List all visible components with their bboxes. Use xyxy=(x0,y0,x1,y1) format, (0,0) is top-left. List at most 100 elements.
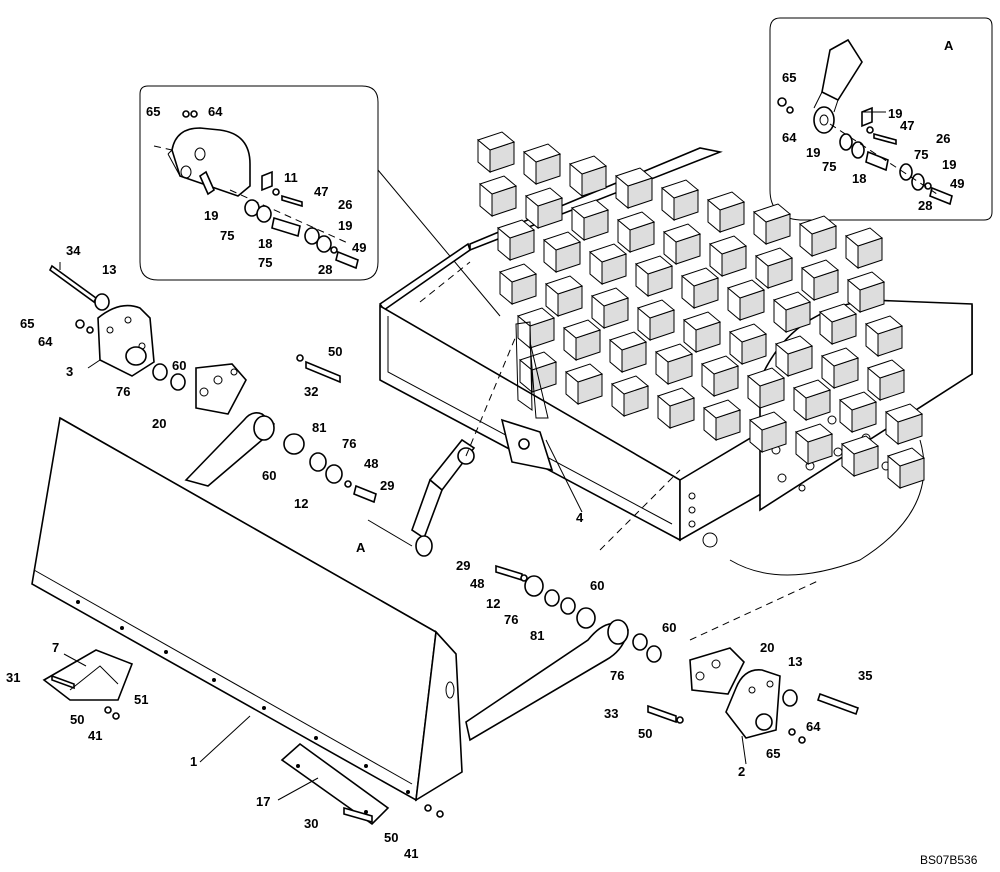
callout-50: 50 xyxy=(328,344,342,359)
padfoot-block xyxy=(542,231,582,274)
callout-65: 65 xyxy=(146,104,160,119)
padfoot-block xyxy=(544,275,584,318)
callout-76: 76 xyxy=(342,436,356,451)
callout-12: 12 xyxy=(294,496,308,511)
hydraulic-cylinder xyxy=(411,321,554,557)
detail-a-inset: A 65 64 19 47 26 19 75 1 xyxy=(769,17,993,221)
padfoot-block xyxy=(610,375,650,418)
arrow-a-label: A xyxy=(356,540,366,555)
padfoot-block xyxy=(656,387,696,430)
padfoot-block xyxy=(798,215,838,258)
callout-41: 41 xyxy=(88,728,102,743)
callout-75: 75 xyxy=(822,159,836,174)
callout-20: 20 xyxy=(760,640,774,655)
padfoot-blocks xyxy=(476,131,926,490)
padfoot-block xyxy=(588,243,628,286)
padfoot-block xyxy=(754,247,794,290)
detail-a-label: A xyxy=(944,38,954,53)
padfoot-block xyxy=(820,347,860,390)
padfoot-block xyxy=(726,279,766,322)
callout-64: 64 xyxy=(782,130,797,145)
callout-13: 13 xyxy=(788,654,802,669)
padfoot-block xyxy=(516,307,556,350)
callout-29: 29 xyxy=(456,558,470,573)
padfoot-block xyxy=(478,175,518,218)
callout-18: 18 xyxy=(258,236,272,251)
detail-a-hardware xyxy=(777,97,953,206)
callout-11: 11 xyxy=(284,170,298,185)
padfoot-block xyxy=(752,203,792,246)
callout-34: 34 xyxy=(66,243,81,258)
callout-50: 50 xyxy=(70,712,84,727)
padfoot-block xyxy=(884,403,924,446)
callout-81: 81 xyxy=(312,420,326,435)
left-mount-bracket xyxy=(48,264,377,504)
callout-32: 32 xyxy=(304,384,318,399)
callout-47: 47 xyxy=(314,184,328,199)
callout-26: 26 xyxy=(936,131,950,146)
callout-76: 76 xyxy=(116,384,130,399)
padfoot-block xyxy=(564,363,604,406)
callout-11: 19 xyxy=(888,106,902,121)
callout-4: 4 xyxy=(576,510,584,525)
padfoot-block xyxy=(748,411,788,454)
padfoot-block xyxy=(772,291,812,334)
padfoot-block xyxy=(524,187,564,230)
padfoot-block xyxy=(818,303,858,346)
callout-75: 75 xyxy=(220,228,234,243)
mount-detail-inset: 65 64 11 47 26 19 75 18 75 19 49 28 xyxy=(139,85,501,317)
padfoot-block xyxy=(794,423,834,466)
padfoot-block xyxy=(700,355,740,398)
callout-28: 28 xyxy=(918,198,932,213)
padfoot-block xyxy=(634,255,674,298)
padfoot-block xyxy=(568,155,608,198)
dozer-blade xyxy=(31,412,629,826)
right-mount-bracket xyxy=(632,633,860,744)
padfoot-block xyxy=(774,335,814,378)
padfoot-block xyxy=(636,299,676,342)
leader-lines xyxy=(59,262,747,801)
padfoot-block xyxy=(702,399,742,442)
callout-60: 60 xyxy=(662,620,676,635)
callout-81: 81 xyxy=(530,628,544,643)
callout-19: 19 xyxy=(338,218,352,233)
callout-29: 29 xyxy=(380,478,394,493)
callout-60: 60 xyxy=(262,468,276,483)
padfoot-block xyxy=(476,131,516,174)
padfoot-block xyxy=(792,379,832,422)
callout-76: 76 xyxy=(610,668,624,683)
padfoot-block xyxy=(614,167,654,210)
padfoot-block xyxy=(680,267,720,310)
padfoot-block xyxy=(522,143,562,186)
callout-2: 2 xyxy=(738,764,745,779)
callout-35: 35 xyxy=(858,668,872,683)
callout-65: 65 xyxy=(782,70,796,85)
mount-bracket-detail xyxy=(153,110,351,245)
callout-30: 30 xyxy=(304,816,318,831)
mount-hardware-detail xyxy=(244,170,359,270)
callout-41: 41 xyxy=(404,846,418,861)
padfoot-block xyxy=(616,211,656,254)
padfoot-block xyxy=(496,219,536,262)
padfoot-block xyxy=(570,199,610,242)
callout-33: 33 xyxy=(604,706,618,721)
callout-47: 47 xyxy=(900,118,914,133)
callout-64: 64 xyxy=(208,104,223,119)
padfoot-block xyxy=(840,435,880,478)
callout-13: 13 xyxy=(102,262,116,277)
drawing-id: BS07B536 xyxy=(920,853,978,867)
callout-28: 28 xyxy=(318,262,332,277)
padfoot-block xyxy=(660,179,700,222)
padfoot-block xyxy=(654,343,694,386)
callout-48: 48 xyxy=(364,456,378,471)
callout-65: 65 xyxy=(20,316,34,331)
callout-75: 75 xyxy=(258,255,272,270)
padfoot-block xyxy=(844,227,884,270)
callout-1: 1 xyxy=(190,754,197,769)
callout-64: 64 xyxy=(38,334,53,349)
callouts: 34 13 65 64 3 76 60 20 50 32 81 76 48 60… xyxy=(6,243,978,867)
padfoot-block xyxy=(866,359,906,402)
callout-60: 60 xyxy=(172,358,186,373)
callout-12: 12 xyxy=(486,596,500,611)
